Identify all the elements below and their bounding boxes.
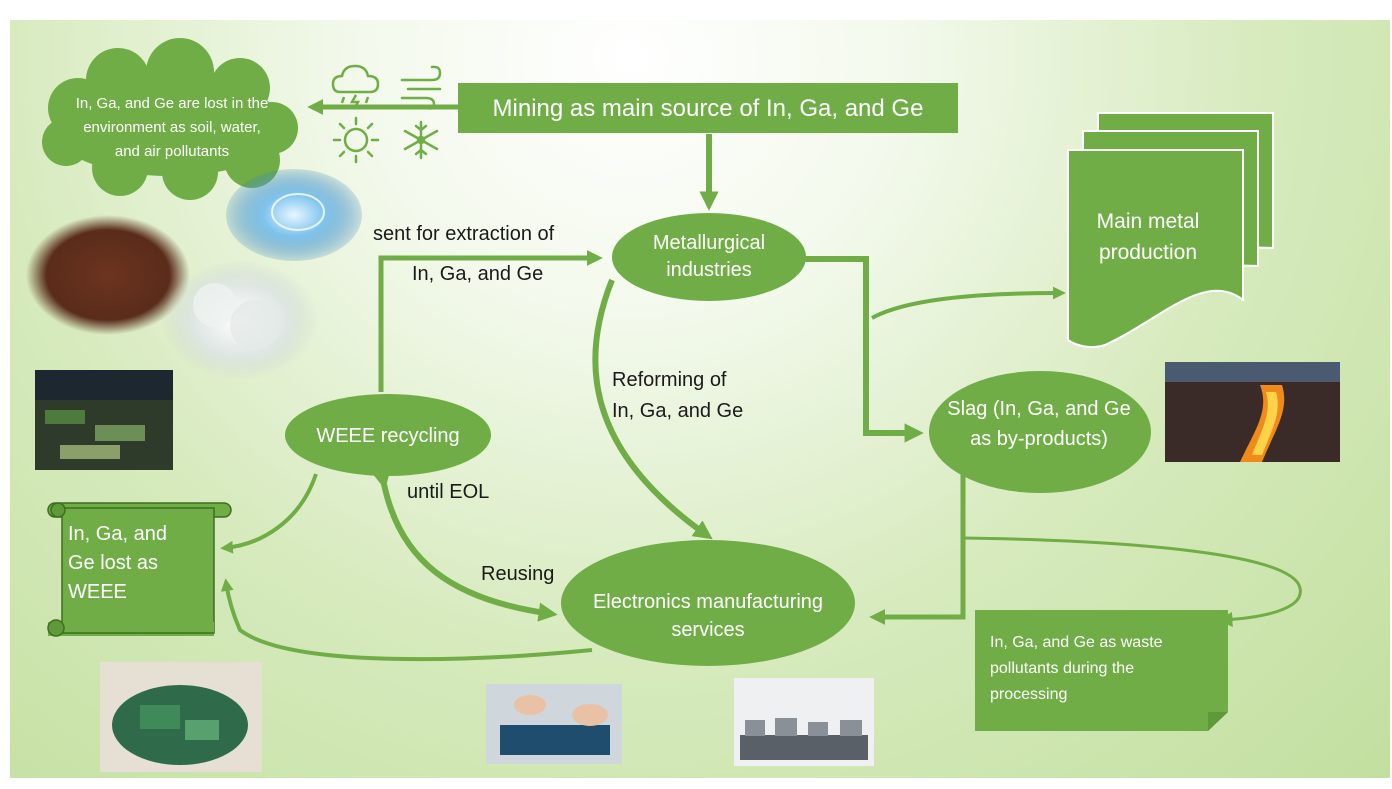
- arrow-metallurgical-to-electronics: [592, 278, 713, 540]
- node-metallurgical: [612, 213, 806, 301]
- waste-pollutants-label: In, Ga, and Ge as waste pollutants durin…: [990, 634, 1163, 703]
- arrow-slag-to-electronics: [869, 472, 966, 626]
- electronics-label: Electronics manufacturing services: [592, 591, 824, 641]
- photo-water: [226, 169, 362, 261]
- arrow-weee-to-lost: [220, 473, 318, 554]
- reforming-label-line1: Reforming of: [612, 369, 727, 391]
- until-eol-label: until EOL: [407, 481, 490, 503]
- arrow-slag-to-waste: [962, 536, 1302, 627]
- metallurgical-label: Metallurgical industries: [652, 232, 766, 281]
- weee-recycling-label: WEEE recycling: [316, 425, 460, 447]
- sun-icon: [332, 116, 380, 164]
- node-weee-recycling: [285, 394, 491, 476]
- arrow-electronics-to-lost: [220, 578, 593, 662]
- extraction-label-line2: In, Ga, and Ge: [412, 263, 544, 285]
- slag-label: Slag (In, Ga, and Ge as by-products): [947, 398, 1131, 450]
- reusing-label: Reusing: [481, 563, 555, 585]
- lost-weee-label: In, Ga, and Ge lost as WEEE: [68, 523, 167, 603]
- reforming-label-line2: In, Ga, and Ge: [612, 400, 744, 422]
- node-lost-weee-scroll: [47, 502, 232, 637]
- main-metal-label: Main metal production: [1096, 210, 1200, 264]
- node-waste-fold: [1208, 712, 1228, 731]
- lost-environment-label: In, Ga, and Ge are lost in the environme…: [75, 95, 269, 160]
- node-waste-pollutants: [975, 610, 1228, 731]
- node-slag: [929, 371, 1151, 493]
- node-electronics: [561, 540, 855, 666]
- photo-air-cotton: [162, 260, 318, 380]
- cloud-rain-lightning-icon: [331, 64, 380, 110]
- wind-icon: [400, 65, 442, 110]
- photo-soil: [26, 215, 190, 335]
- arrow-metallurgical-to-slag: [800, 256, 924, 443]
- node-lost-environment-cloud: [42, 38, 298, 200]
- arrow-weee-to-metallurgical: [378, 249, 603, 392]
- photo-factory: [734, 678, 874, 766]
- photo-ewaste-pile: [35, 370, 173, 470]
- node-mining: [458, 83, 958, 133]
- snowflake-icon: [403, 120, 439, 160]
- photo-soldering: [486, 684, 622, 764]
- photo-molten-metal: [1165, 362, 1340, 462]
- arrow-metallurgical-to-main-metal: [871, 286, 1066, 320]
- photo-ewaste-bag: [100, 662, 262, 772]
- arrow-reusing: [371, 468, 558, 622]
- extraction-label-line1: sent for extraction of: [373, 223, 555, 245]
- node-main-metal-production: [1067, 112, 1274, 349]
- mining-label: Mining as main source of In, Ga, and Ge: [492, 95, 924, 122]
- connectors: [220, 98, 1302, 662]
